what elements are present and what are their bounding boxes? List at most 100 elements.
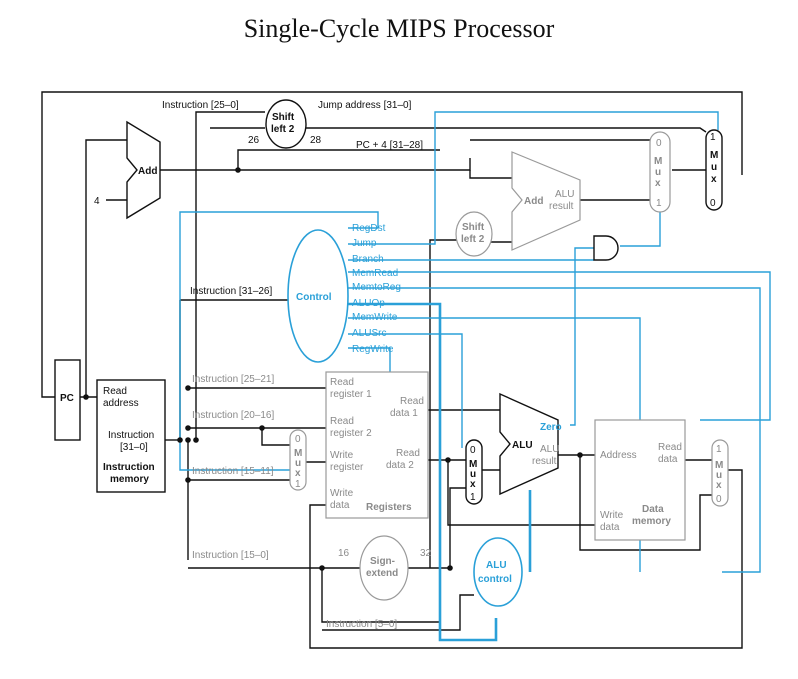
mux-jump-in0: 0	[710, 198, 716, 209]
signal-branch: Branch	[352, 254, 384, 265]
mux-memtoreg-in0: 0	[716, 494, 722, 505]
read-reg2-a: Read	[330, 416, 354, 427]
shift-left-2-mid: Shift left 2	[455, 211, 493, 257]
alu-control-a: ALU	[486, 560, 507, 571]
alusrc-mux: 0 M u x 1	[465, 439, 483, 505]
shift-left-2-top: Shift left 2 Instruction [25–0] 26 28 Ju…	[162, 99, 423, 151]
pc-adder: Add 4	[94, 120, 161, 220]
n26-label: 26	[248, 135, 260, 146]
instruction-label-b: [31–0]	[120, 442, 148, 453]
pc-register: PC	[54, 359, 81, 441]
branch-adder: Add ALU result	[511, 151, 581, 251]
mux-top-m: M	[654, 156, 662, 167]
mux-alusrc-in1: 1	[470, 492, 476, 503]
signal-memread: MemRead	[352, 268, 398, 279]
imem-label-a: Instruction	[103, 462, 155, 473]
mux-memtoreg-in1: 1	[716, 444, 722, 455]
signal-regwrite: RegWrite	[352, 344, 394, 355]
jump-address-label: Jump address [31–0]	[318, 100, 412, 111]
read-address-label-a: Read	[103, 386, 127, 397]
mux-regdst-in1: 1	[295, 479, 301, 490]
mux-regdst-m: M	[294, 448, 302, 459]
pc-label: PC	[60, 393, 74, 404]
dmem-write-b: data	[600, 522, 620, 533]
zero-label: Zero	[540, 422, 562, 433]
mux-top-in1: 1	[656, 198, 662, 209]
mux-memtoreg-u: u	[716, 470, 722, 481]
control-wires	[179, 111, 771, 642]
instr-5-0-label: Instruction [5–0]	[326, 619, 397, 630]
read-reg2-b: register 2	[330, 428, 372, 439]
mux-regdst-in0: 0	[295, 434, 301, 445]
alu-result-b: result	[549, 201, 574, 212]
alu-control-b: control	[478, 574, 512, 585]
address-label: Address	[600, 450, 637, 461]
read-reg1-b: register 1	[330, 389, 372, 400]
dmem-read-b: data	[658, 454, 678, 465]
alu-res-a: ALU	[540, 444, 559, 455]
mux-top-x: x	[655, 178, 661, 189]
add-alu-label: Add	[524, 196, 543, 207]
mux-jump-m: M	[710, 150, 718, 161]
signal-alusrc: ALUSrc	[352, 328, 386, 339]
instr-25-0-label: Instruction [25–0]	[162, 100, 239, 111]
shift-mid-label-b: left 2	[461, 234, 485, 245]
instr-25-21-label: Instruction [25–21]	[192, 374, 274, 385]
mux-top-in0: 0	[656, 138, 662, 149]
instruction-memory: Read address Instruction [31–0] Instruct…	[96, 379, 166, 493]
instr-20-16-label: Instruction [20–16]	[192, 410, 274, 421]
four-label: 4	[94, 196, 100, 207]
n28-label: 28	[310, 135, 322, 146]
mux-jump-in1: 1	[710, 132, 716, 143]
write-reg-a: Write	[330, 450, 354, 461]
instr-15-11-label: Instruction [15–11]	[192, 466, 274, 477]
mux-memtoreg-m: M	[715, 460, 723, 471]
dmem-label-a: Data	[642, 504, 664, 515]
read-data2-a: Read	[396, 448, 420, 459]
instruction-field-labels: Instruction [25–21] Instruction [20–16] …	[192, 374, 397, 630]
mux-regdst-u: u	[295, 458, 301, 469]
mux-jump-x: x	[711, 174, 717, 185]
register-file: Read register 1 Read register 2 Write re…	[325, 371, 429, 519]
registers-label: Registers	[366, 502, 412, 513]
mux-top-u: u	[655, 167, 661, 178]
read-address-label-b: address	[103, 398, 139, 409]
dmem-label-b: memory	[632, 516, 671, 527]
signal-memtoreg: MemtoReg	[352, 282, 401, 293]
memtoreg-mux: 1 M u x 0	[711, 439, 729, 507]
alu-res-b: result	[532, 456, 557, 467]
mux-regdst-x: x	[295, 468, 301, 479]
n16-label: 16	[338, 548, 350, 559]
control-label: Control	[296, 292, 332, 303]
signal-memwrite: MemWrite	[352, 312, 398, 323]
mux-jump-u: u	[711, 162, 717, 173]
read-data1-a: Read	[400, 396, 424, 407]
pc4-label: PC + 4 [31–28]	[356, 140, 423, 151]
branch-mux: 0 M u x 1	[649, 131, 671, 213]
mux-alusrc-in0: 0	[470, 445, 476, 456]
sign-extend-a: Sign-	[370, 556, 395, 567]
read-reg1-a: Read	[330, 377, 354, 388]
n32-label: 32	[420, 548, 432, 559]
signal-regdst: RegDst	[352, 223, 386, 234]
signal-aluop: ALUOp	[352, 298, 385, 309]
shift-top-label-a: Shift	[272, 112, 295, 123]
sign-extend-b: extend	[366, 568, 398, 579]
mux-alusrc-x: x	[470, 479, 476, 490]
dmem-read-a: Read	[658, 442, 682, 453]
main-alu: Zero ALU ALU result	[499, 392, 562, 496]
add-label: Add	[138, 166, 157, 177]
write-reg-b: register	[330, 462, 364, 473]
signal-jump: Jump	[352, 238, 377, 249]
jump-mux: M u x 1 0	[705, 129, 723, 211]
imem-label-b: memory	[110, 474, 149, 485]
page-title: Single-Cycle MIPS Processor	[243, 14, 555, 43]
mux-alusrc-m: M	[469, 459, 477, 470]
instruction-label-a: Instruction	[108, 430, 154, 441]
data-memory: Address Read data Write data Data memory	[594, 419, 686, 541]
branch-and-gate	[593, 235, 619, 261]
shift-mid-label-a: Shift	[462, 222, 485, 233]
dmem-write-a: Write	[600, 510, 624, 521]
alu-result-a: ALU	[555, 189, 574, 200]
